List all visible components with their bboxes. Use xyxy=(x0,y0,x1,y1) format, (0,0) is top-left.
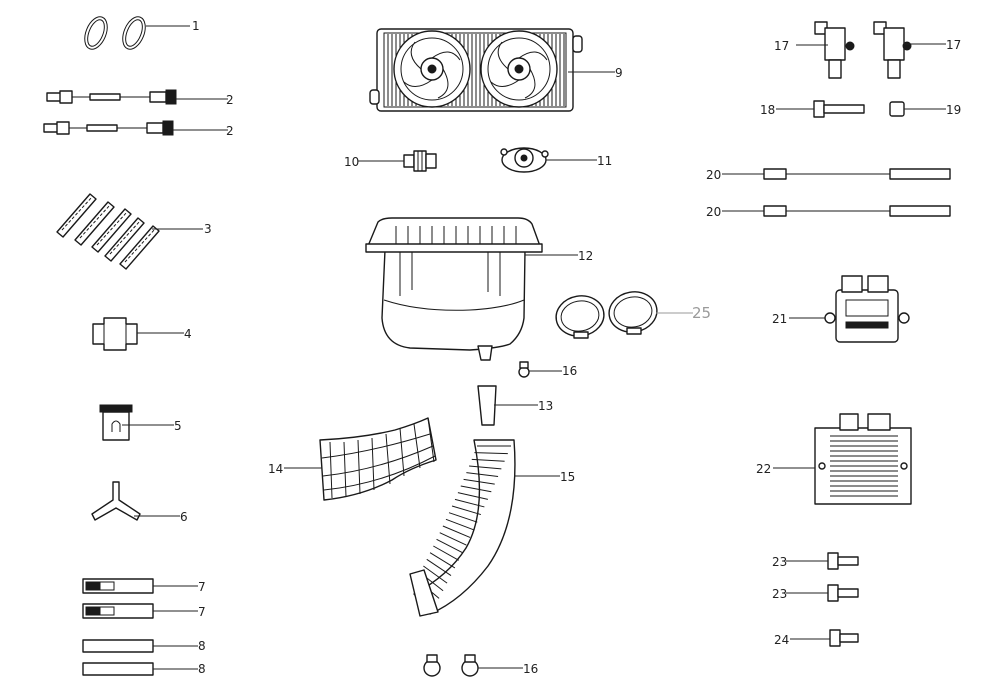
part-2-sensor-top xyxy=(46,89,177,105)
callout-16a: 16 xyxy=(562,364,577,378)
part-25-hose-clamps xyxy=(555,291,658,339)
part-19-nut xyxy=(889,101,905,117)
part-23-bolt-top xyxy=(827,552,859,570)
part-8-sleeve-top xyxy=(82,639,154,653)
callout-22: 22 xyxy=(756,462,771,476)
part-4-grommet xyxy=(92,317,138,351)
callout-23a: 23 xyxy=(772,555,787,569)
part-13-boot xyxy=(477,385,497,426)
callout-21: 21 xyxy=(772,312,787,326)
callout-12: 12 xyxy=(578,249,593,263)
part-20-lead-bottom xyxy=(763,205,951,217)
callout-17a: 17 xyxy=(774,39,789,53)
part-8-sleeve-bottom xyxy=(82,662,154,676)
callout-8a: 8 xyxy=(198,639,206,653)
part-24-bolt xyxy=(829,629,859,647)
part-17-coil-right xyxy=(873,21,912,79)
callout-2b: 2 xyxy=(226,124,234,138)
callout-14: 14 xyxy=(268,462,283,476)
callout-20a: 20 xyxy=(706,168,721,182)
part-7-connector-bottom xyxy=(82,603,154,619)
callout-3: 3 xyxy=(204,222,212,236)
callout-23b: 23 xyxy=(772,587,787,601)
callout-8b: 8 xyxy=(198,662,206,676)
callout-2a: 2 xyxy=(226,93,234,107)
part-1-o-rings xyxy=(84,16,146,50)
part-12-airbox xyxy=(365,217,543,361)
callout-20b: 20 xyxy=(706,205,721,219)
part-16-clamp-upper xyxy=(518,361,530,378)
callout-13: 13 xyxy=(538,399,553,413)
callout-24: 24 xyxy=(774,633,789,647)
part-18-bolt xyxy=(813,100,865,118)
part-2-sensor-bottom xyxy=(43,120,174,136)
callout-1: 1 xyxy=(192,19,200,33)
part-7-connector-top xyxy=(82,578,154,594)
part-3-strips xyxy=(56,193,160,270)
part-10-fitting xyxy=(403,150,437,172)
part-20-lead-top xyxy=(763,168,951,180)
callout-9: 9 xyxy=(615,66,623,80)
part-9-radiator xyxy=(369,28,583,112)
callout-10: 10 xyxy=(344,155,359,169)
part-6-y-connector xyxy=(91,481,141,521)
callout-7a: 7 xyxy=(198,580,206,594)
part-11-thermostat xyxy=(500,147,549,173)
callout-19: 19 xyxy=(946,103,961,117)
part-22-ecu xyxy=(814,413,912,505)
part-14-duct xyxy=(319,417,437,501)
callout-4: 4 xyxy=(184,327,192,341)
callout-17b: 17 xyxy=(946,38,961,52)
part-23-bolt-bottom xyxy=(827,584,859,602)
callout-25: 25 xyxy=(692,304,711,322)
part-15-intake-hose xyxy=(409,439,516,617)
part-21-module xyxy=(824,275,910,343)
part-17-coil-left xyxy=(814,21,855,79)
part-16-clamps-lower xyxy=(423,654,479,677)
callout-11: 11 xyxy=(597,154,612,168)
part-5-clip xyxy=(99,404,133,441)
callout-18: 18 xyxy=(760,103,775,117)
callout-16b: 16 xyxy=(523,662,538,676)
callout-7b: 7 xyxy=(198,605,206,619)
callout-15: 15 xyxy=(560,470,575,484)
callout-5: 5 xyxy=(174,419,182,433)
callout-6: 6 xyxy=(180,510,188,524)
